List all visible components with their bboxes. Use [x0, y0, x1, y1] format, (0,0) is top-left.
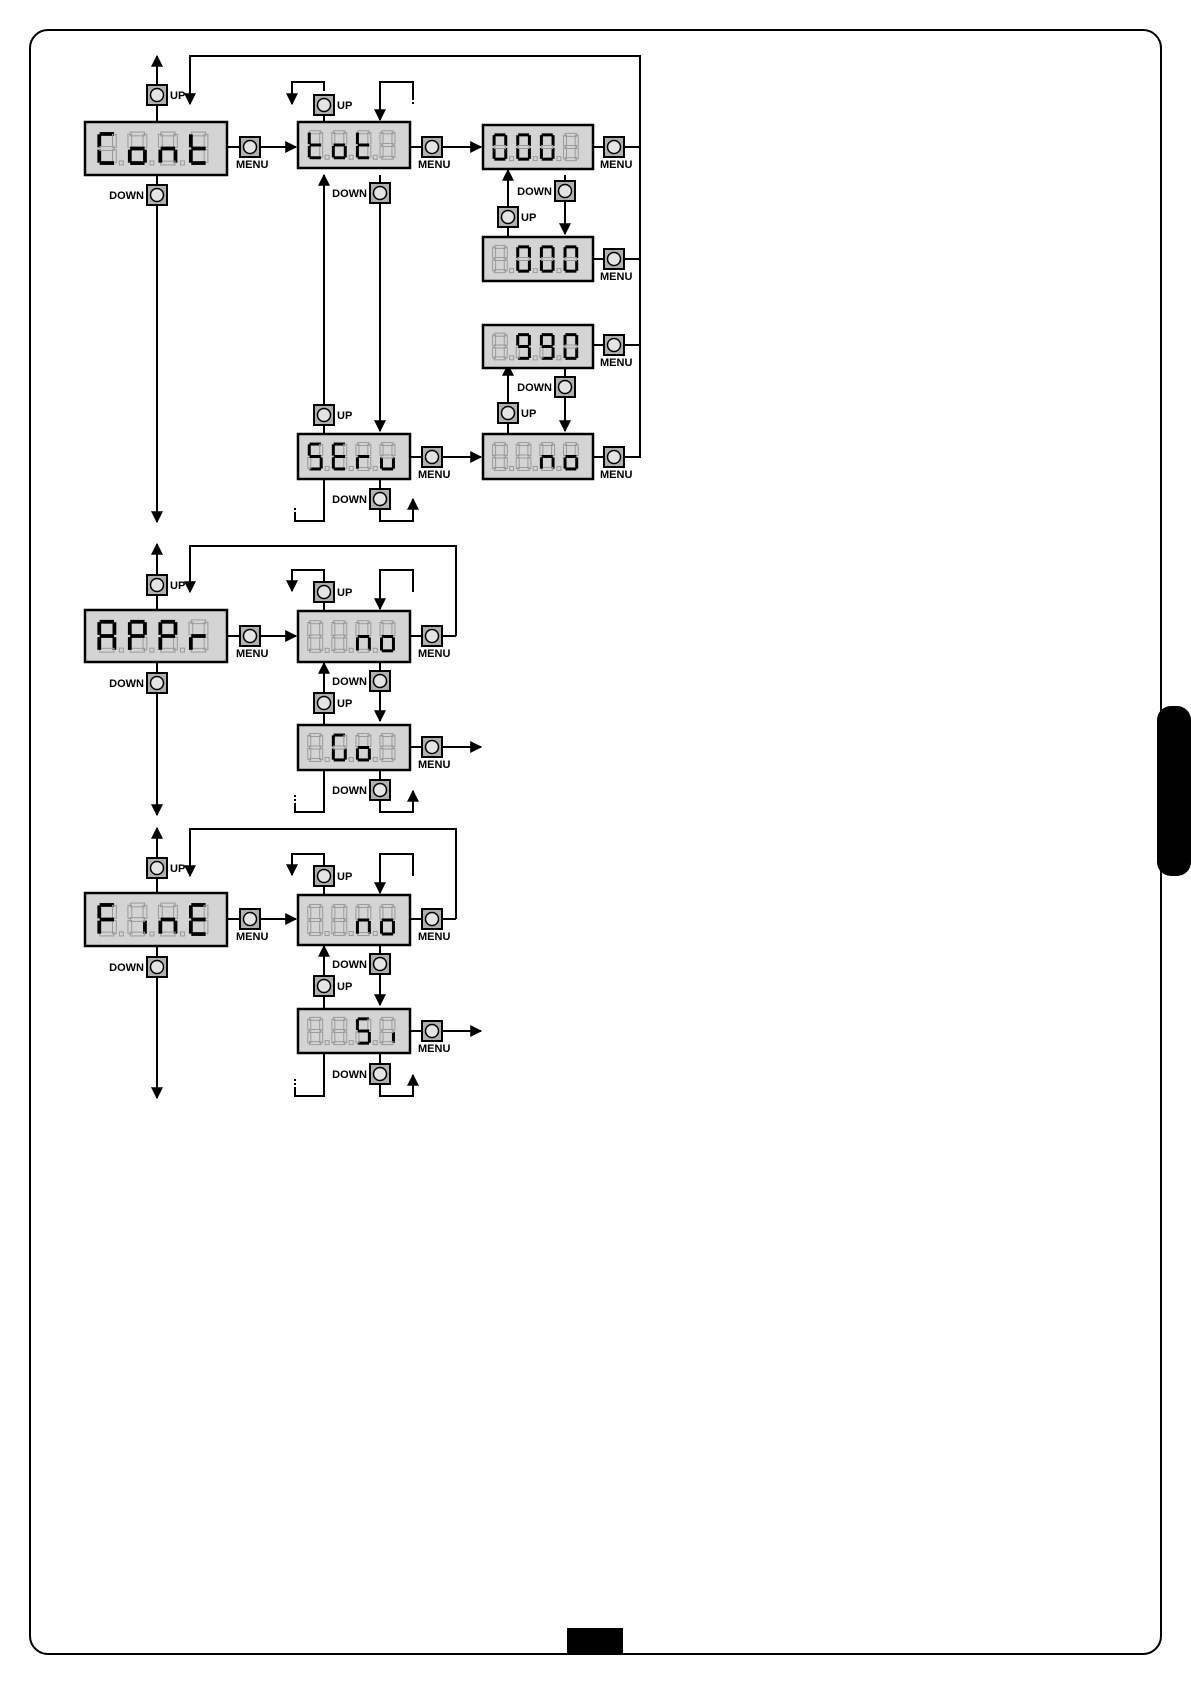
menu-button[interactable]: MENU [236, 137, 268, 171]
up-label: UP [521, 212, 536, 224]
display-frame [483, 434, 593, 479]
display-service-max [483, 325, 593, 368]
display-appr-no [298, 611, 410, 662]
up-label: UP [170, 863, 185, 875]
menu-label: MENU [418, 759, 450, 771]
up-label: UP [337, 100, 352, 112]
down-button[interactable]: DOWN [332, 780, 390, 800]
down-label: DOWN [332, 959, 367, 971]
down-button[interactable]: DOWN [332, 183, 390, 203]
menu-label: MENU [418, 469, 450, 481]
display-tot [298, 122, 410, 168]
display-fine-si [298, 1009, 410, 1053]
menu-button[interactable]: MENU [418, 626, 450, 660]
up-button[interactable]: UP [498, 403, 536, 423]
down-label: DOWN [109, 678, 144, 690]
down-label: DOWN [517, 186, 552, 198]
display-cont [85, 122, 227, 175]
up-button[interactable]: UP [314, 866, 352, 886]
down-button[interactable]: DOWN [109, 957, 167, 977]
up-button[interactable]: UP [147, 85, 185, 105]
up-button[interactable]: UP [314, 693, 352, 713]
down-label: DOWN [517, 382, 552, 394]
display-fine-no [298, 895, 410, 945]
menu-label: MENU [600, 469, 632, 481]
menu-label: MENU [236, 648, 268, 660]
up-label: UP [337, 981, 352, 993]
up-button[interactable]: UP [147, 858, 185, 878]
down-label: DOWN [109, 962, 144, 974]
menu-button[interactable]: MENU [600, 249, 632, 283]
display-appr-go [298, 725, 410, 770]
display-serv [298, 434, 410, 479]
display-frame [85, 122, 227, 175]
menu-button[interactable]: MENU [600, 137, 632, 171]
menu-label: MENU [236, 159, 268, 171]
display-appr [85, 610, 227, 662]
down-button[interactable]: DOWN [332, 1064, 390, 1084]
down-label: DOWN [332, 785, 367, 797]
up-label: UP [521, 408, 536, 420]
menu-button[interactable]: MENU [418, 737, 450, 771]
menu-button[interactable]: MENU [236, 626, 268, 660]
menu-label: MENU [418, 1043, 450, 1055]
up-label: UP [337, 698, 352, 710]
menu-button[interactable]: MENU [418, 447, 450, 481]
display-counter [483, 125, 593, 169]
menu-button[interactable]: MENU [236, 909, 268, 943]
display-service-no [483, 434, 593, 479]
down-button[interactable]: DOWN [332, 671, 390, 691]
down-button[interactable]: DOWN [517, 377, 575, 397]
menu-label: MENU [600, 271, 632, 283]
up-label: UP [337, 410, 352, 422]
down-label: DOWN [332, 494, 367, 506]
menu-label: MENU [600, 357, 632, 369]
up-button[interactable]: UP [498, 207, 536, 227]
menu-button[interactable]: MENU [418, 909, 450, 943]
display-fine [85, 893, 227, 946]
down-label: DOWN [332, 1069, 367, 1081]
up-button[interactable]: UP [314, 582, 352, 602]
menu-label: MENU [418, 931, 450, 943]
up-button[interactable]: UP [314, 405, 352, 425]
menu-label: MENU [236, 931, 268, 943]
menu-button[interactable]: MENU [418, 137, 450, 171]
up-button[interactable]: UP [147, 575, 185, 595]
down-button[interactable]: DOWN [109, 673, 167, 693]
up-label: UP [337, 587, 352, 599]
up-label: UP [170, 90, 185, 102]
menu-button[interactable]: MENU [600, 447, 632, 481]
down-label: DOWN [332, 676, 367, 688]
side-thumb-tab [1157, 706, 1191, 876]
down-button[interactable]: DOWN [332, 954, 390, 974]
menu-button[interactable]: MENU [418, 1021, 450, 1055]
display-frame [298, 895, 410, 945]
up-button[interactable]: UP [314, 95, 352, 115]
menu-label: MENU [600, 159, 632, 171]
up-button[interactable]: UP [314, 976, 352, 996]
display-frame [298, 611, 410, 662]
up-label: UP [170, 580, 185, 592]
display-counter-thousands [483, 237, 593, 281]
down-label: DOWN [109, 190, 144, 202]
down-button[interactable]: DOWN [332, 489, 390, 509]
menu-label: MENU [418, 159, 450, 171]
page-border [30, 30, 1161, 1654]
down-button[interactable]: DOWN [517, 181, 575, 201]
up-label: UP [337, 871, 352, 883]
down-label: DOWN [332, 188, 367, 200]
down-button[interactable]: DOWN [109, 185, 167, 205]
menu-button[interactable]: MENU [600, 335, 632, 369]
menu-label: MENU [418, 648, 450, 660]
page-number-box [567, 1628, 623, 1654]
